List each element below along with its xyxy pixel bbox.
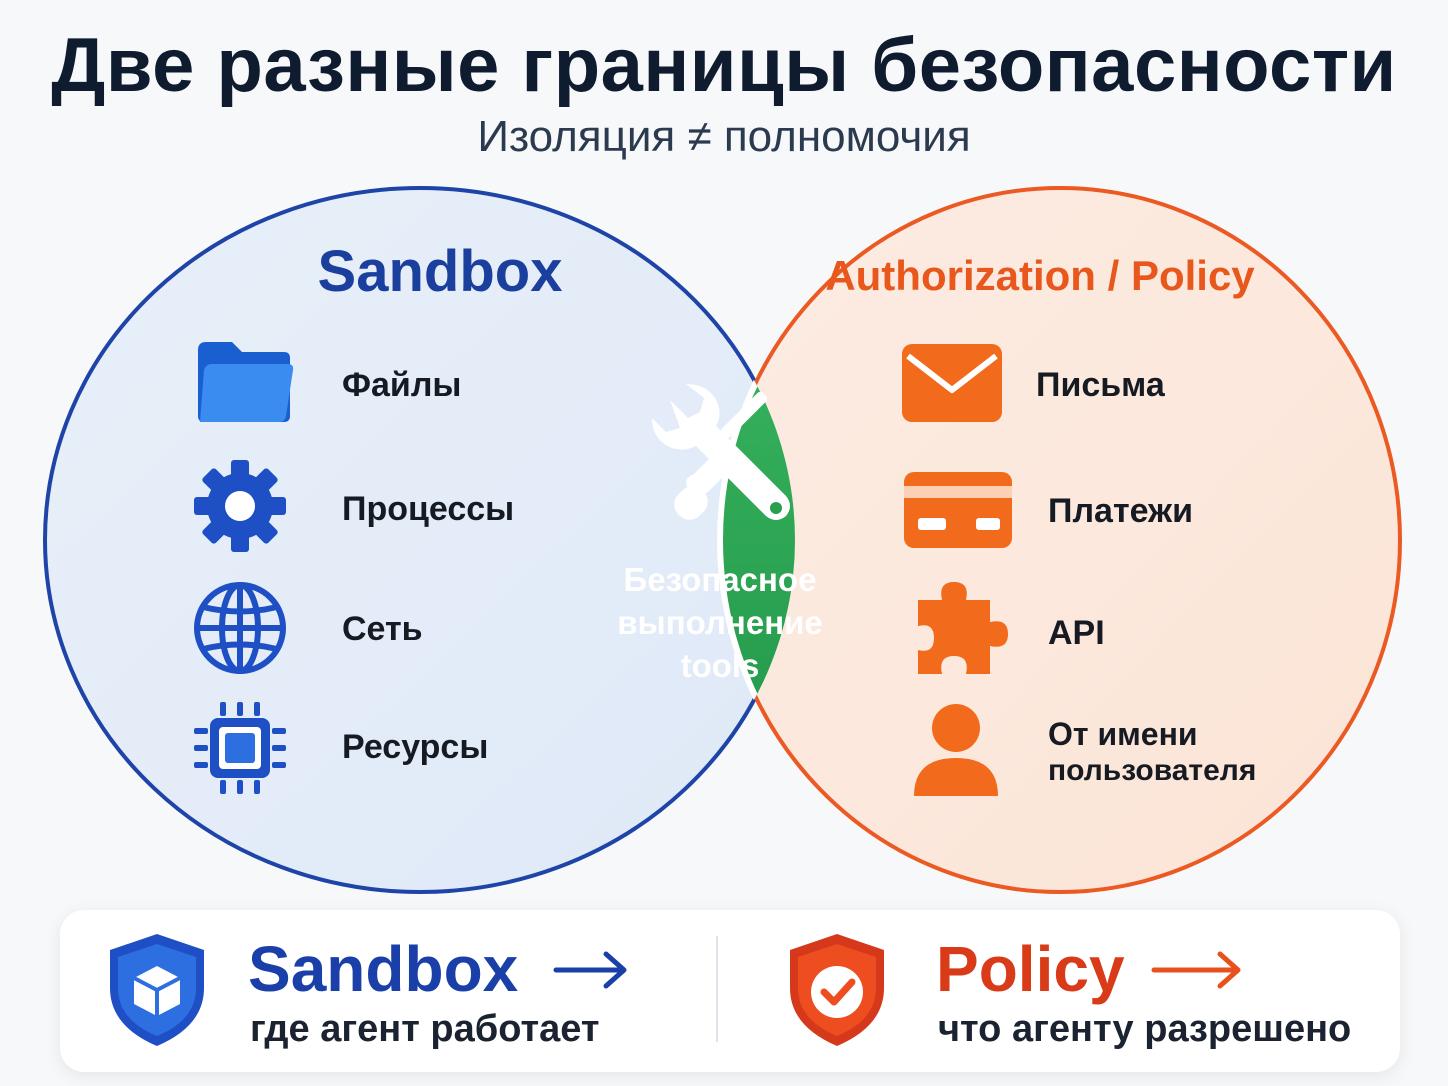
sandbox-item-resources: Ресурсы [342, 728, 489, 766]
sandbox-item-network: Сеть [342, 610, 423, 648]
shield-check-icon [790, 934, 884, 1046]
intersection-lens [717, 188, 795, 892]
intersection-line-3: tools [680, 647, 760, 684]
user-icon [914, 704, 998, 796]
gear-icon [194, 460, 286, 552]
policy-item-on-behalf-line1: От имени [1048, 716, 1198, 752]
footer-policy-subtitle: что агенту разрешено [938, 1008, 1352, 1050]
sandbox-heading: Sandbox [317, 239, 563, 304]
arrow-right-icon [553, 951, 627, 989]
sandbox-item-processes: Процессы [342, 490, 515, 528]
arrow-right-icon [1151, 951, 1241, 989]
summary-divider [716, 936, 718, 1042]
intersection-line-2: выполнение [617, 604, 823, 641]
envelope-icon [902, 344, 1002, 422]
cpu-chip-icon [194, 702, 286, 794]
footer-sandbox-title: Sandbox [248, 933, 519, 1005]
shield-cube-icon [110, 934, 204, 1046]
summary-panel [60, 910, 1400, 1072]
wrench-screwdriver-icon [652, 384, 790, 520]
page-title: Две разные границы безопасности [51, 23, 1397, 108]
sandbox-item-files: Файлы [342, 366, 462, 404]
globe-icon [194, 582, 286, 674]
footer-sandbox-subtitle: где агент работает [250, 1008, 600, 1050]
intersection-line-1: Безопасное [623, 561, 817, 598]
credit-card-icon [904, 472, 1012, 548]
policy-item-emails: Письма [1036, 366, 1165, 404]
policy-item-api: API [1048, 614, 1105, 652]
policy-heading: Authorization / Policy [825, 252, 1255, 299]
folder-icon [198, 342, 294, 422]
policy-item-on-behalf-line2: пользователя [1048, 754, 1257, 787]
puzzle-piece-icon [918, 582, 1008, 674]
footer-policy-title: Policy [936, 933, 1125, 1005]
policy-item-payments: Платежи [1048, 492, 1194, 530]
page-subtitle: Изоляция ≠ полномочия [477, 112, 971, 161]
intersection-text: Безопасное выполнение tools [590, 558, 850, 687]
